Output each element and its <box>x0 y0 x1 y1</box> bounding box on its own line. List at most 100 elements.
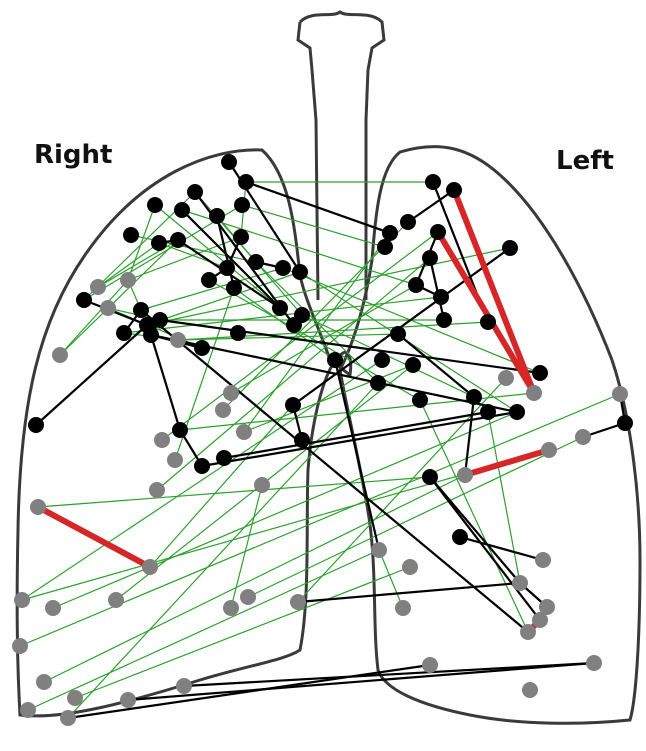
gray-node <box>520 624 536 640</box>
black-node <box>430 224 446 240</box>
gray-node <box>290 594 306 610</box>
black-node <box>275 260 291 276</box>
black-node <box>209 208 225 224</box>
black-node <box>400 214 416 230</box>
black-node <box>466 389 482 405</box>
gray-node <box>20 702 36 718</box>
green-edge <box>22 360 382 600</box>
gray-node <box>522 682 538 698</box>
gray-node <box>36 674 52 690</box>
gray-node <box>176 678 192 694</box>
black-edge <box>430 477 520 583</box>
black-node <box>233 229 249 245</box>
gray-node <box>170 332 186 348</box>
black-node <box>219 260 235 276</box>
black-node <box>502 240 518 256</box>
black-node <box>374 352 390 368</box>
black-node <box>382 225 398 241</box>
gray-node <box>30 499 46 515</box>
gray-node <box>254 477 270 493</box>
green-edge <box>379 550 403 608</box>
black-node <box>509 404 525 420</box>
black-edge <box>460 537 543 560</box>
gray-node <box>532 612 548 628</box>
green-edge <box>75 567 410 698</box>
black-node <box>187 184 203 200</box>
gray-node <box>45 600 61 616</box>
black-node <box>412 392 428 408</box>
gray-node <box>120 692 136 708</box>
gray-node <box>575 429 591 445</box>
black-node <box>436 312 452 328</box>
black-node <box>151 235 167 251</box>
gray-node <box>526 385 542 401</box>
gray-node <box>422 657 438 673</box>
black-edge <box>430 477 540 620</box>
black-node <box>292 264 308 280</box>
black-edge <box>68 665 430 718</box>
black-node <box>480 404 496 420</box>
black-node <box>76 292 92 308</box>
green-edge <box>420 400 528 632</box>
black-node <box>170 232 186 248</box>
gray-node <box>498 370 514 386</box>
black-node <box>133 302 149 318</box>
black-node <box>377 239 393 255</box>
black-edge <box>465 397 474 475</box>
gray-node <box>395 600 411 616</box>
black-node <box>425 174 441 190</box>
black-node <box>433 289 449 305</box>
red-edge <box>38 507 150 567</box>
gray-node <box>457 467 473 483</box>
black-node <box>422 250 438 266</box>
black-node <box>28 417 44 433</box>
black-node <box>201 272 217 288</box>
gray-node <box>154 432 170 448</box>
black-node <box>230 325 246 341</box>
black-edge <box>36 325 147 425</box>
gray-node <box>586 655 602 671</box>
black-node <box>238 174 254 190</box>
gray-node <box>100 300 116 316</box>
black-node <box>194 340 210 356</box>
black-node <box>172 422 188 438</box>
black-node <box>123 227 139 243</box>
gray-node <box>236 424 252 440</box>
black-node <box>272 300 288 316</box>
gray-node <box>52 347 68 363</box>
black-node <box>294 432 310 448</box>
black-node <box>327 352 343 368</box>
green-edge <box>44 475 465 682</box>
gray-node <box>215 402 231 418</box>
green-edge <box>242 205 385 247</box>
gray-node <box>120 272 136 288</box>
black-node <box>226 280 242 296</box>
black-node <box>174 202 190 218</box>
black-node <box>139 317 155 333</box>
gray-node <box>612 386 628 402</box>
black-node <box>234 197 250 213</box>
black-edge <box>298 583 520 602</box>
gray-node <box>223 385 239 401</box>
black-edge <box>430 258 444 320</box>
black-node <box>248 254 264 270</box>
gray-node <box>12 638 28 654</box>
black-node <box>294 307 310 323</box>
black-node <box>422 469 438 485</box>
right-lung-label: Right <box>34 140 112 170</box>
black-node <box>390 326 406 342</box>
red-edge <box>438 232 534 393</box>
black-edge <box>151 335 180 430</box>
gray-node <box>535 552 551 568</box>
gray-node <box>90 279 106 295</box>
gray-node <box>67 690 83 706</box>
gray-node <box>512 575 528 591</box>
gray-node <box>142 559 158 575</box>
gray-node <box>60 710 76 726</box>
left-lung-label: Left <box>556 146 614 176</box>
black-node <box>480 314 496 330</box>
black-node <box>221 154 237 170</box>
black-node <box>446 182 462 198</box>
green-edge <box>298 378 506 602</box>
